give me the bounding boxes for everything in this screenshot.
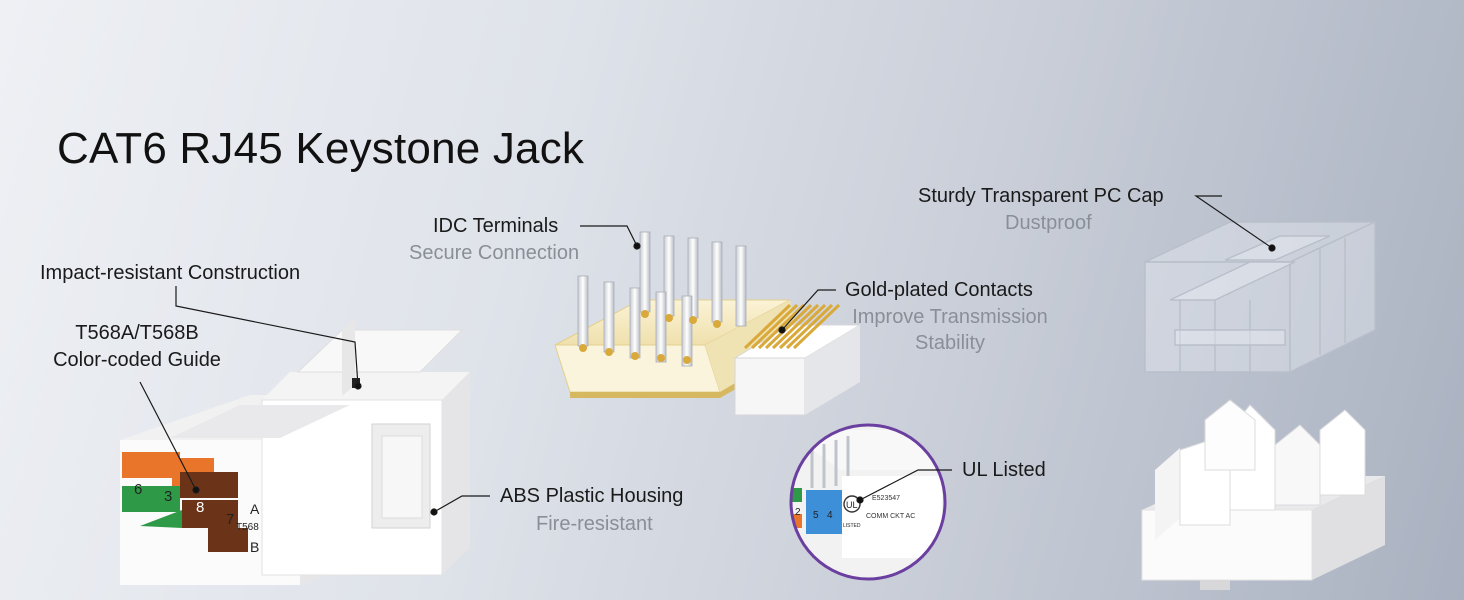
idc-pin <box>711 241 723 323</box>
ul-digit-2: 2 <box>795 507 801 518</box>
callout-cap-sub: Dustproof <box>1005 212 1092 234</box>
callout-abs-label: ABS Plastic Housing <box>500 485 684 507</box>
pin-number-3: 3 <box>164 488 172 505</box>
standard-mark: T568 <box>236 522 259 533</box>
color-guide-brown <box>180 472 238 498</box>
gold-pad <box>579 344 587 352</box>
letter-b: B <box>250 539 259 555</box>
gold-pad <box>641 310 649 318</box>
ul-digit-4: 4 <box>827 510 833 521</box>
gold-pad <box>683 356 691 364</box>
gold-contact-wire <box>771 303 820 350</box>
callout-gold-sub2: Stability <box>914 332 986 354</box>
leader-lines <box>139 195 1276 516</box>
transparent-pc-cap <box>1144 220 1376 374</box>
page-title: CAT6 RJ45 Keystone Jack <box>57 124 585 173</box>
callout-impact-label: Impact-resistant Construction <box>40 262 301 284</box>
gold-pad <box>665 314 673 322</box>
ul-magnifier-ring <box>789 423 947 581</box>
idc-pin <box>577 275 589 347</box>
leader-gold <box>781 289 836 331</box>
callout-gold-sub1: Improve Transmission <box>852 306 1048 328</box>
callout-idc-sub: Secure Connection <box>409 242 580 264</box>
ul-logo: UL <box>846 500 858 510</box>
letter-a: A <box>250 501 260 517</box>
gold-contact-wire <box>778 303 827 350</box>
gold-contact-wire <box>785 303 834 350</box>
gold-contact-wire <box>743 303 792 350</box>
color-guide-orange <box>122 452 180 478</box>
idc-pin <box>639 231 651 313</box>
leader-ul <box>859 469 952 501</box>
gold-contact-wire <box>750 303 799 350</box>
callout-gold-label: Gold-plated Contacts <box>845 279 1033 301</box>
callout-cap-label: Sturdy Transparent PC Cap <box>918 185 1164 207</box>
ul-listed-text: LISTED <box>843 523 861 529</box>
ul-digit-5: 5 <box>813 510 819 521</box>
idc-pin <box>603 281 615 353</box>
leader-idc <box>580 225 638 247</box>
pin-number-7: 7 <box>226 511 234 528</box>
gold-pad <box>631 352 639 360</box>
gold-pad <box>605 348 613 356</box>
ul-code: E523547 <box>872 495 900 502</box>
white-base <box>1141 399 1385 590</box>
pin-number-6: 6 <box>134 481 142 498</box>
callout-color-guide-line1: T568A/T568B <box>75 322 199 344</box>
leader-cap <box>1194 195 1273 249</box>
idc-pin <box>655 291 667 363</box>
color-guide-brown-2 <box>182 500 238 528</box>
ul-detail-magnifier: 2 5 4 UL LISTED E523547 COMM CKT AC <box>789 423 947 581</box>
gold-pad <box>713 320 721 328</box>
leader-impact <box>175 286 359 387</box>
ul-rating: COMM CKT AC <box>866 513 915 520</box>
leader-abs <box>433 495 490 513</box>
gold-pad <box>657 354 665 362</box>
leader-color-guide <box>139 381 197 491</box>
idc-pin <box>735 245 747 327</box>
callout-abs-sub: Fire-resistant <box>536 513 653 535</box>
pin-number-8: 8 <box>196 499 204 516</box>
idc-terminal-block <box>554 231 862 416</box>
gold-pad <box>689 316 697 324</box>
keystone-jack: 6 3 8 7 A T568 B <box>120 318 470 585</box>
idc-pin <box>681 295 693 367</box>
callout-idc-label: IDC Terminals <box>433 215 559 237</box>
gold-contact-wire <box>792 303 841 350</box>
idc-pin <box>629 287 641 359</box>
color-guide-green <box>122 486 180 512</box>
callout-ul-label: UL Listed <box>962 459 1046 481</box>
gold-contact-wire <box>764 303 813 350</box>
callout-color-guide-line2: Color-coded Guide <box>53 349 221 371</box>
